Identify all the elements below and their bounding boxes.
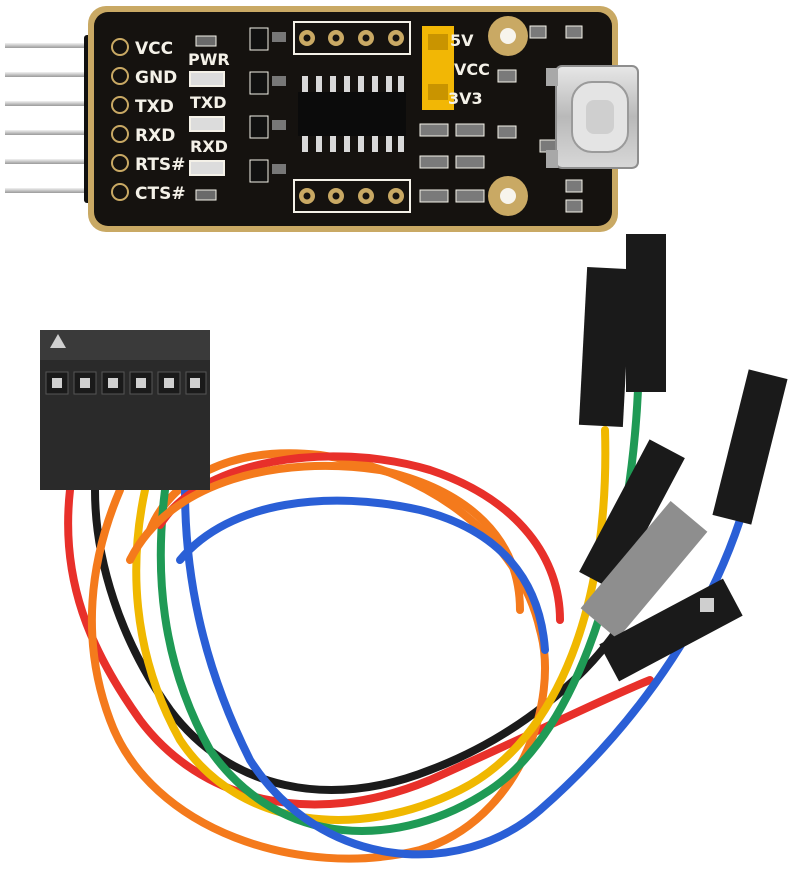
pin-label-gnd: GND — [135, 68, 177, 88]
led-label-txd: TXD — [190, 93, 227, 112]
wire-yellow — [132, 426, 610, 824]
pad-row-top — [293, 21, 411, 55]
pad-row-bottom — [293, 179, 411, 213]
pin-label-rxd: RXD — [135, 126, 175, 146]
dupont-connector — [579, 439, 685, 591]
pin-label-cts: CTS# — [135, 184, 186, 204]
wire-red — [64, 486, 654, 809]
wire-black — [91, 486, 634, 794]
voltage-jumper: 5V VCC 3V3 — [422, 26, 490, 110]
jumper-label-3v3: 3V3 — [448, 89, 483, 108]
dupont-connector — [580, 500, 708, 640]
led-label-rxd: RXD — [190, 137, 228, 156]
dupont-connector — [712, 369, 788, 525]
led-label-pwr: PWR — [188, 50, 230, 69]
wire-blue — [181, 486, 744, 859]
dupont-connectors — [578, 234, 788, 682]
status-leds: PWR TXD RXD — [188, 35, 230, 201]
dupont-connector — [599, 578, 743, 682]
usb-c-port — [546, 65, 639, 169]
jumper-label-5v: 5V — [450, 31, 474, 50]
pin-label-rts: RTS# — [135, 155, 185, 175]
mounting-holes — [488, 16, 528, 216]
jumper-cable-set — [64, 386, 744, 863]
uart-chip — [298, 76, 406, 152]
smd-components-left — [249, 27, 286, 183]
jumper-label-vcc: VCC — [454, 60, 490, 79]
dupont-connector — [578, 266, 632, 428]
usb-uart-board: VCC GND TXD RXD RTS# CTS# PWR TXD RXD — [5, 6, 639, 232]
dupont-housing — [40, 330, 210, 490]
dupont-connector — [626, 234, 666, 392]
pin-label-txd: TXD — [135, 97, 174, 117]
pin-labels: VCC GND TXD RXD RTS# CTS# — [111, 38, 186, 204]
pin-label-vcc: VCC — [135, 39, 173, 59]
smd-components-right — [419, 25, 583, 213]
